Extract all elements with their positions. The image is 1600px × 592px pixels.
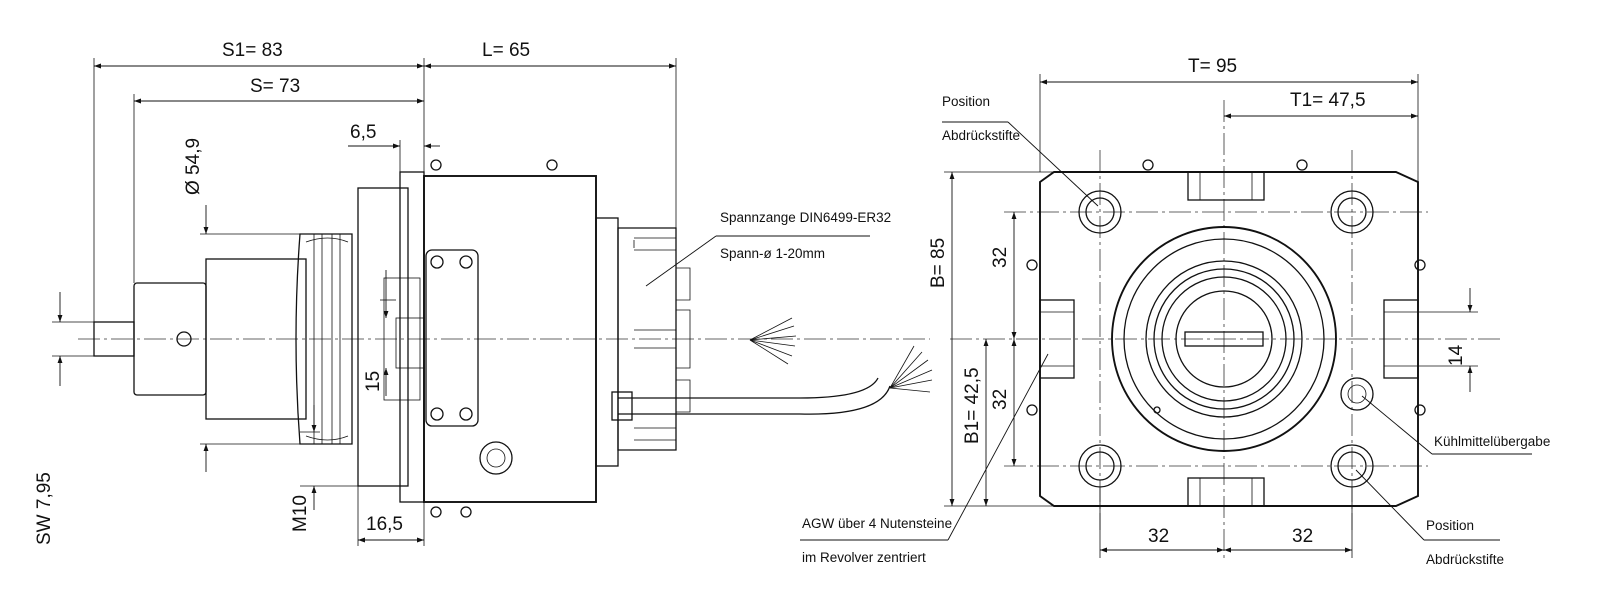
key-slot-left	[1039, 299, 1075, 379]
bolt-hole-tl	[1078, 190, 1122, 234]
housing-plate	[425, 249, 479, 427]
coolant-transfer-label: Kühlmittelübergabe	[1434, 434, 1550, 449]
key-slot-top	[1187, 171, 1265, 201]
spindle-hole	[176, 331, 192, 347]
pos-top-line2: Abdrückstifte	[942, 128, 1020, 143]
pos-bottom-line2: Abdrückstifte	[1426, 552, 1504, 567]
dim-32-v-top: 32	[990, 247, 1011, 268]
dim-t: T= 95	[1188, 56, 1237, 77]
key-slot-bottom	[1187, 477, 1265, 507]
dim-32-h-left: 32	[1148, 526, 1169, 547]
dim-diameter: Ø 54,9	[183, 138, 204, 195]
dim-16-5: 16,5	[366, 514, 403, 535]
dim-14: 14	[1446, 344, 1467, 366]
front-view: T= 95 T1= 47,5 Position Abdrückstifte B=…	[800, 56, 1550, 567]
dim-sw: SW 7,95	[34, 472, 55, 545]
dim-t1: T1= 47,5	[1290, 90, 1366, 111]
front-plate	[1039, 171, 1419, 507]
coolant-plug	[479, 441, 513, 475]
agw-label-line2: im Revolver zentriert	[802, 550, 926, 565]
dim-b1: B1= 42,5	[962, 367, 983, 444]
dim-s: S= 73	[250, 76, 300, 97]
bolt-hole-tr	[1330, 190, 1374, 234]
spindle-outer	[1111, 226, 1337, 452]
coolant-port	[1340, 377, 1374, 411]
dim-s1: S1= 83	[222, 40, 283, 61]
spindle-slot	[1184, 331, 1264, 347]
clamping-nut	[595, 217, 619, 467]
dim-15: 15	[363, 371, 384, 392]
dim-b: B= 85	[928, 238, 949, 288]
key-slot-right	[1383, 299, 1419, 379]
bolt-hole-br	[1330, 444, 1374, 488]
dim-32-h-right: 32	[1292, 526, 1313, 547]
dim-m10: M10	[290, 495, 311, 532]
flange-step	[357, 187, 409, 487]
pos-top-line1: Position	[942, 94, 990, 109]
coolant-spray	[749, 317, 933, 393]
agw-label-line1: AGW über 4 Nutensteine	[802, 516, 952, 531]
dim-l: L= 65	[482, 40, 530, 61]
coolant-hose	[618, 377, 879, 399]
collet-label-line2: Spann-ø 1-20mm	[720, 246, 825, 261]
bolt-hole-bl	[1078, 444, 1122, 488]
dim-6-5: 6,5	[350, 122, 376, 143]
pos-bottom-line1: Position	[1426, 518, 1474, 533]
side-view: S1= 83 S= 73 L= 65 6,5 Ø 54,9 15 SW 7,95	[34, 40, 933, 546]
dim-32-v-bottom: 32	[990, 389, 1011, 410]
bearing-housing	[205, 258, 307, 420]
collet-label-line1: Spannzange DIN6499-ER32	[720, 210, 891, 225]
collet-chuck	[617, 227, 677, 451]
